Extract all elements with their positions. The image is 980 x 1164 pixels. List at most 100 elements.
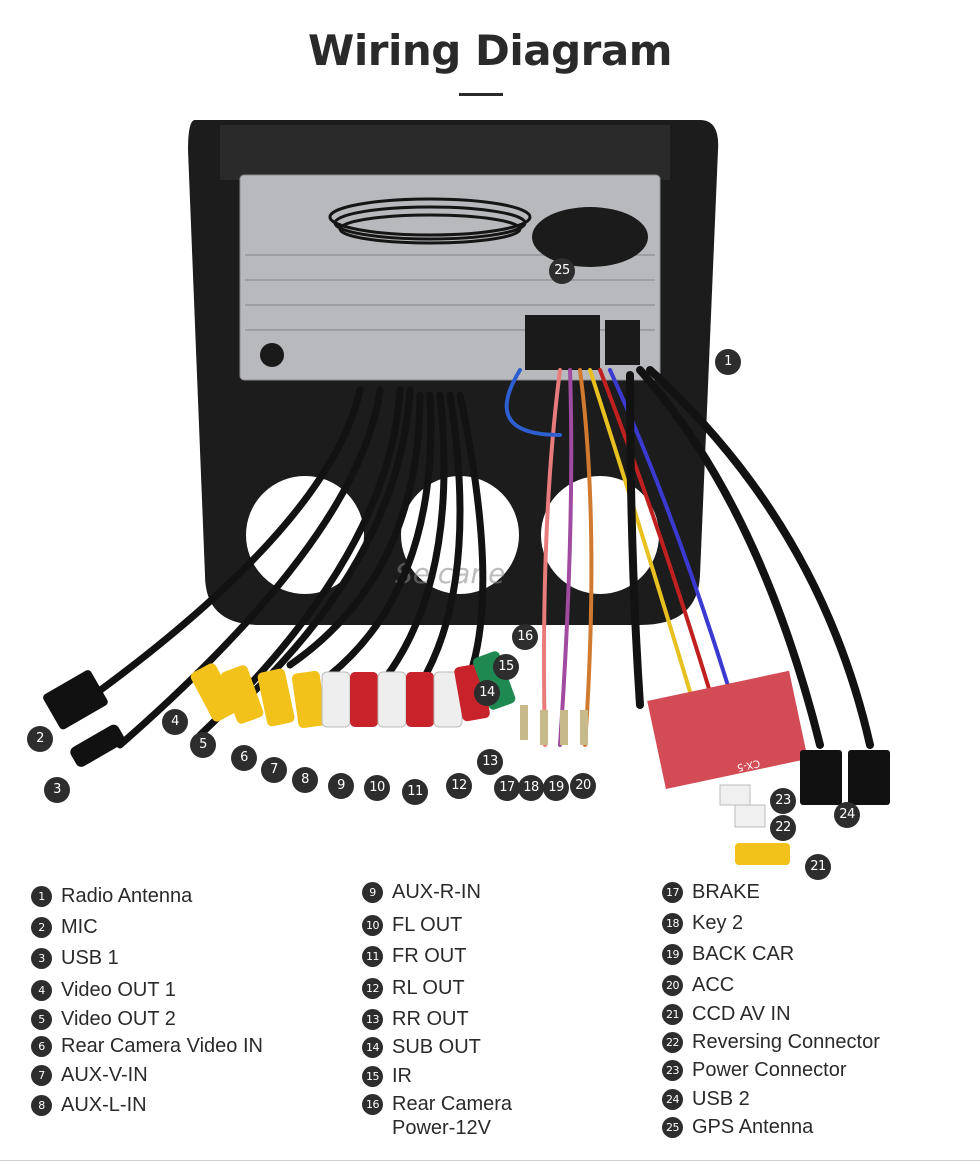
legend-label: SUB OUT — [392, 1036, 481, 1058]
bottom-divider — [0, 1160, 980, 1161]
callout-8: 8 — [292, 767, 318, 793]
main-connector — [525, 315, 600, 370]
callout-17: 17 — [494, 775, 520, 801]
legend-number-badge: 25 — [662, 1117, 683, 1138]
callout-15: 15 — [493, 654, 519, 680]
legend-number-badge: 19 — [662, 944, 683, 965]
legend-number-badge: 10 — [362, 915, 383, 936]
antenna-socket — [260, 343, 284, 367]
legend-label: USB 2 — [692, 1088, 750, 1110]
legend-number-badge: 24 — [662, 1089, 683, 1110]
legend-label: IR — [392, 1065, 412, 1087]
legend-label: Rear Camera Video IN — [61, 1035, 263, 1057]
callout-9: 9 — [328, 773, 354, 799]
legend-item: 10 FL OUT — [362, 913, 462, 937]
callout-25: 25 — [549, 258, 575, 284]
legend-number-badge: 12 — [362, 978, 383, 999]
legend-label: ACC — [692, 974, 735, 996]
callout-14: 14 — [474, 680, 500, 706]
legend-number-badge: 15 — [362, 1066, 383, 1087]
diagram-title: Wiring Diagram — [308, 26, 672, 75]
callout-13: 13 — [477, 749, 503, 775]
legend-item: 20 ACC — [662, 973, 734, 997]
callout-21: 21 — [805, 854, 831, 880]
legend-item: 24 USB 2 — [662, 1087, 750, 1111]
legend-item: 15 IR — [362, 1064, 412, 1088]
callout-10: 10 — [364, 775, 390, 801]
callout-5: 5 — [190, 732, 216, 758]
legend-label: GPS Antenna — [692, 1116, 814, 1138]
legend-label: Video OUT 2 — [61, 1008, 176, 1030]
callout-12: 12 — [446, 773, 472, 799]
legend-number-badge: 6 — [31, 1036, 52, 1057]
ccd-rca-plug — [735, 843, 790, 865]
legend-number-badge: 2 — [31, 917, 52, 938]
legend-label: Radio Antenna — [61, 885, 193, 907]
legend-item: 8 AUX-L-IN — [31, 1093, 147, 1117]
callout-16: 16 — [512, 624, 538, 650]
legend-item: 16 Rear Camera Power-12V — [362, 1092, 512, 1140]
legend-number-badge: 3 — [31, 948, 52, 969]
legend-item: 4 Video OUT 1 — [31, 978, 176, 1002]
legend-label: CCD AV IN — [692, 1003, 791, 1025]
legend-number-badge: 9 — [362, 882, 383, 903]
legend-label: RL OUT — [392, 977, 465, 999]
mic-plug — [70, 724, 125, 767]
legend-number-badge: 20 — [662, 975, 683, 996]
callout-11: 11 — [402, 779, 428, 805]
callout-2: 2 — [27, 726, 53, 752]
callout-24: 24 — [834, 802, 860, 828]
top-bracket — [220, 125, 670, 180]
legend-label: Rear Camera Power-12V — [392, 1093, 513, 1139]
legend-item: 5 Video OUT 2 — [31, 1007, 176, 1031]
legend-number-badge: 8 — [31, 1095, 52, 1116]
legend-label: FL OUT — [392, 914, 463, 936]
head-unit-photo: Seicane — [43, 120, 890, 865]
legend-item: 19 BACK CAR — [662, 942, 794, 966]
legend-label: RR OUT — [392, 1008, 469, 1030]
legend-number-badge: 13 — [362, 1009, 383, 1030]
callout-1: 1 — [715, 349, 741, 375]
legend-item: 12 RL OUT — [362, 976, 465, 1000]
legend-label: Video OUT 1 — [61, 979, 176, 1001]
callout-18: 18 — [518, 775, 544, 801]
legend-label: Key 2 — [692, 912, 744, 934]
legend-label: BACK CAR — [692, 943, 795, 965]
legend-number-badge: 16 — [362, 1094, 383, 1115]
legend-item: 25 GPS Antenna — [662, 1115, 813, 1139]
legend-label: AUX-R-IN — [392, 881, 481, 903]
legend-number-badge: 11 — [362, 946, 383, 967]
gps-antenna-puck — [532, 207, 648, 267]
side-connector — [605, 320, 640, 365]
legend-label: AUX-V-IN — [61, 1064, 148, 1086]
legend-item: 2 MIC — [31, 915, 98, 939]
legend-label: MIC — [61, 916, 98, 938]
legend-number-badge: 17 — [662, 882, 683, 903]
legend-number-badge: 4 — [31, 980, 52, 1001]
legend-number-badge: 22 — [662, 1032, 683, 1053]
usb2-plug — [800, 750, 842, 805]
canbus-box — [647, 670, 808, 789]
legend-label: Power Connector — [692, 1059, 847, 1081]
legend-item: 7 AUX-V-IN — [31, 1063, 148, 1087]
legend-number-badge: 1 — [31, 886, 52, 907]
legend-number-badge: 7 — [31, 1065, 52, 1086]
legend-item: 21 CCD AV IN — [662, 1002, 791, 1026]
rca-plugs — [190, 651, 516, 729]
legend-number-badge: 21 — [662, 1004, 683, 1025]
legend-label: AUX-L-IN — [61, 1094, 147, 1116]
legend-item: 6 Rear Camera Video IN — [31, 1034, 263, 1058]
callout-6: 6 — [231, 745, 257, 771]
callout-4: 4 — [162, 709, 188, 735]
callout-3: 3 — [44, 777, 70, 803]
title-underline — [459, 93, 503, 96]
legend-item: 13 RR OUT — [362, 1007, 469, 1031]
usb1-plug — [43, 670, 108, 730]
box-label: CX-5 — [736, 757, 761, 773]
legend-number-badge: 5 — [31, 1009, 52, 1030]
